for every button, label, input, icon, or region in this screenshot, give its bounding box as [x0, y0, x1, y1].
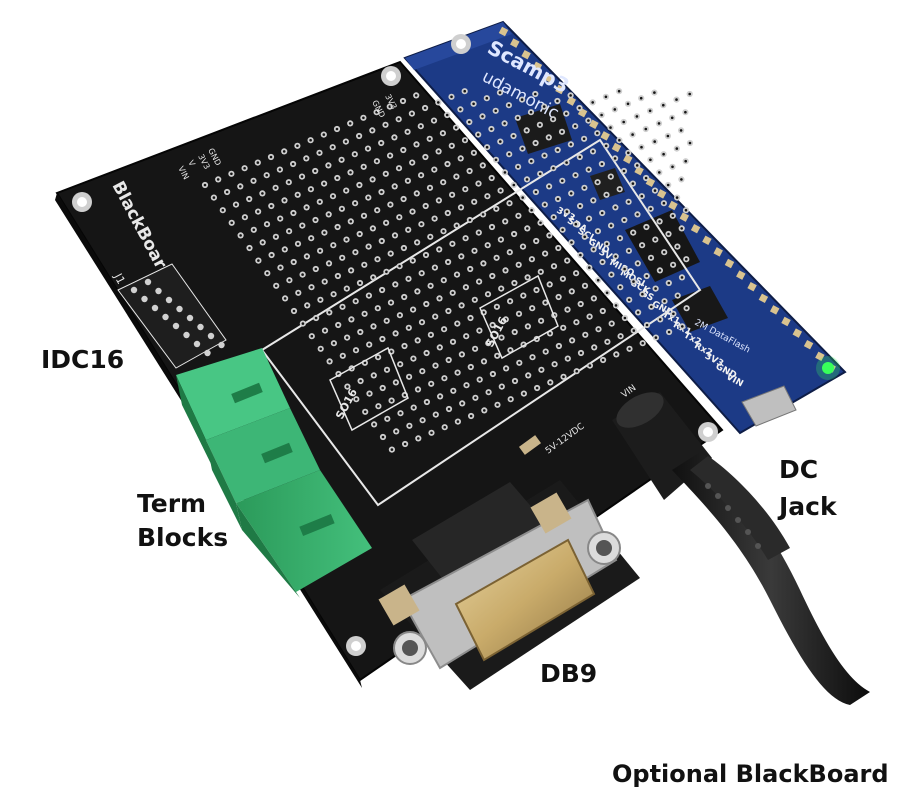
callout-db9: DB9	[540, 659, 598, 688]
scamp-module: Scamp3 udamonic 2M DataFlash 3V3SDASCLGN…	[403, 20, 847, 435]
power-led	[822, 362, 834, 374]
terminal-blocks	[176, 348, 372, 598]
power-pin-label: V	[186, 159, 197, 169]
module-chip-rs485	[590, 168, 625, 200]
footer-caption: Optional BlackBoard	[612, 760, 889, 788]
callout-term-blocks-line2: Blocks	[137, 523, 229, 552]
callout-dc-jack-line2: Jack	[779, 492, 837, 521]
callout-dc-jack-line1: DC	[779, 455, 819, 484]
so16-footprint-right	[479, 274, 559, 360]
header-id-label: J1	[111, 270, 128, 286]
so16-footprint-left	[329, 346, 409, 432]
callout-term-blocks-line1: Term	[137, 489, 207, 518]
callout-idc16: IDC16	[41, 345, 125, 374]
module-chip-small	[515, 104, 572, 154]
usb-connector	[741, 385, 797, 427]
dc-jack	[612, 392, 870, 705]
dataflash-chip	[672, 286, 728, 332]
idc16-header	[117, 263, 227, 369]
prototyping-hole-grid	[201, 88, 694, 453]
mounting-holes	[72, 34, 718, 656]
module-header-pins	[498, 26, 836, 373]
db9-connector	[378, 480, 640, 690]
